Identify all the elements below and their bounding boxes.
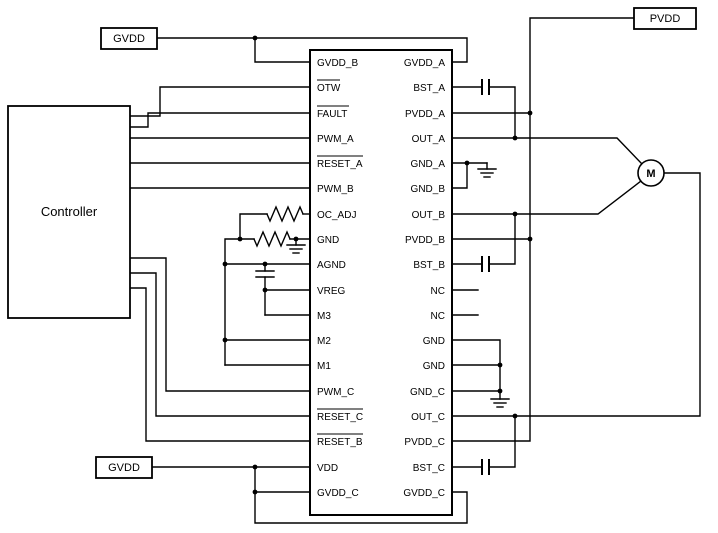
pin-reset-c: RESET_C <box>317 412 363 423</box>
capacitor-bst-b <box>481 256 490 272</box>
wire-gnd-b <box>451 162 468 189</box>
gvdd-top-label: GVDD <box>113 33 145 45</box>
wire-reset-b <box>129 287 311 442</box>
wire-out-a <box>451 137 643 165</box>
ground-symbol-gnd-c <box>490 398 510 408</box>
right-pin-labels: GVDD_A BST_A PVDD_A OUT_A GND_A GND_B OU… <box>403 58 445 499</box>
wire-reset-c <box>129 272 311 417</box>
pin-m3: M3 <box>317 311 331 322</box>
wire-pwm-c <box>129 257 311 392</box>
pin-gnd-c: GND_C <box>410 387 445 398</box>
wire-gnd-rail-right <box>451 339 501 400</box>
pin-vdd: VDD <box>317 463 338 474</box>
ic-body <box>309 49 453 516</box>
pin-pwm-c: PWM_C <box>317 387 354 398</box>
active-low-overlines <box>317 79 363 435</box>
wire-bst-b-to-out-b <box>488 213 516 265</box>
pin-reset-a: RESET_A <box>317 159 363 170</box>
gvdd-label-box-bottom <box>95 456 153 479</box>
pin-pwm-b: PWM_B <box>317 184 354 195</box>
pin-gvdd-a: GVDD_A <box>404 58 445 69</box>
pin-gnd-a: GND_A <box>411 159 446 170</box>
wire-fault <box>129 112 311 128</box>
pin-gvdd-c-r: GVDD_C <box>403 488 445 499</box>
pin-pvdd-c: PVDD_C <box>404 437 445 448</box>
pin-pvdd-a: PVDD_A <box>405 109 445 120</box>
pin-reset-b: RESET_B <box>317 437 363 448</box>
pin-gnd-r2: GND <box>423 361 445 372</box>
wire-gvdd-bottom-rail <box>254 466 468 524</box>
pin-pwm-a: PWM_A <box>317 134 354 145</box>
resistor-oc-adj <box>266 205 304 223</box>
gvdd-label-box-top <box>100 27 158 50</box>
pin-out-c: OUT_C <box>411 412 445 423</box>
left-pin-labels: GVDD_B OTW FAULT PWM_A RESET_A PWM_B OC_… <box>317 58 363 499</box>
pin-bst-a: BST_A <box>413 83 445 94</box>
wire-gnd-left-rail <box>224 238 255 366</box>
wire-otw <box>129 86 311 117</box>
resistor-gnd <box>253 230 291 248</box>
pin-m2: M2 <box>317 336 331 347</box>
pin-out-a: OUT_A <box>412 134 446 145</box>
wire-bst-a-to-out-a <box>488 86 516 139</box>
pin-gvdd-b: GVDD_B <box>317 58 358 69</box>
pin-out-b: OUT_B <box>412 210 446 221</box>
motor-circle <box>637 159 665 187</box>
wire-bst-c-to-out-c <box>488 415 516 468</box>
wire-gvdd-top-rail <box>156 37 468 63</box>
capacitor-bst-a <box>481 79 490 95</box>
pin-bst-c: BST_C <box>413 463 445 474</box>
pvdd-label-box <box>633 7 697 30</box>
wires <box>129 17 701 524</box>
pin-gnd-r1: GND <box>423 336 445 347</box>
pin-agnd: AGND <box>317 260 346 271</box>
pin-pvdd-b: PVDD_B <box>405 235 445 246</box>
controller-box <box>7 105 131 319</box>
pvdd-label: PVDD <box>650 13 681 25</box>
wire-pvdd-rail <box>451 17 635 442</box>
pin-gnd-l: GND <box>317 235 339 246</box>
wire-out-c <box>451 172 701 417</box>
pin-nc-1: NC <box>431 286 445 297</box>
wire-oc-adj-to-gnd <box>239 213 268 240</box>
gvdd-bottom-label: GVDD <box>108 462 140 474</box>
wire-out-b <box>451 180 642 215</box>
wire-gvdd-b <box>254 37 311 63</box>
motor: M <box>637 159 665 187</box>
pin-vreg: VREG <box>317 286 346 297</box>
pin-bst-b: BST_B <box>413 260 445 271</box>
pin-oc-adj: OC_ADJ <box>317 210 356 221</box>
capacitor-bst-c <box>481 459 490 475</box>
motor-label: M <box>646 168 655 180</box>
controller-label: Controller <box>41 204 98 219</box>
pin-nc-2: NC <box>431 311 445 322</box>
ground-symbol-gnd-a <box>477 162 497 178</box>
pin-otw: OTW <box>317 83 341 94</box>
pin-fault: FAULT <box>317 109 347 120</box>
pin-gvdd-c-l: GVDD_C <box>317 488 359 499</box>
pin-gnd-b: GND_B <box>411 184 446 195</box>
pin-m1: M1 <box>317 361 331 372</box>
junction-dots <box>222 35 533 495</box>
capacitor-vreg <box>255 263 275 291</box>
